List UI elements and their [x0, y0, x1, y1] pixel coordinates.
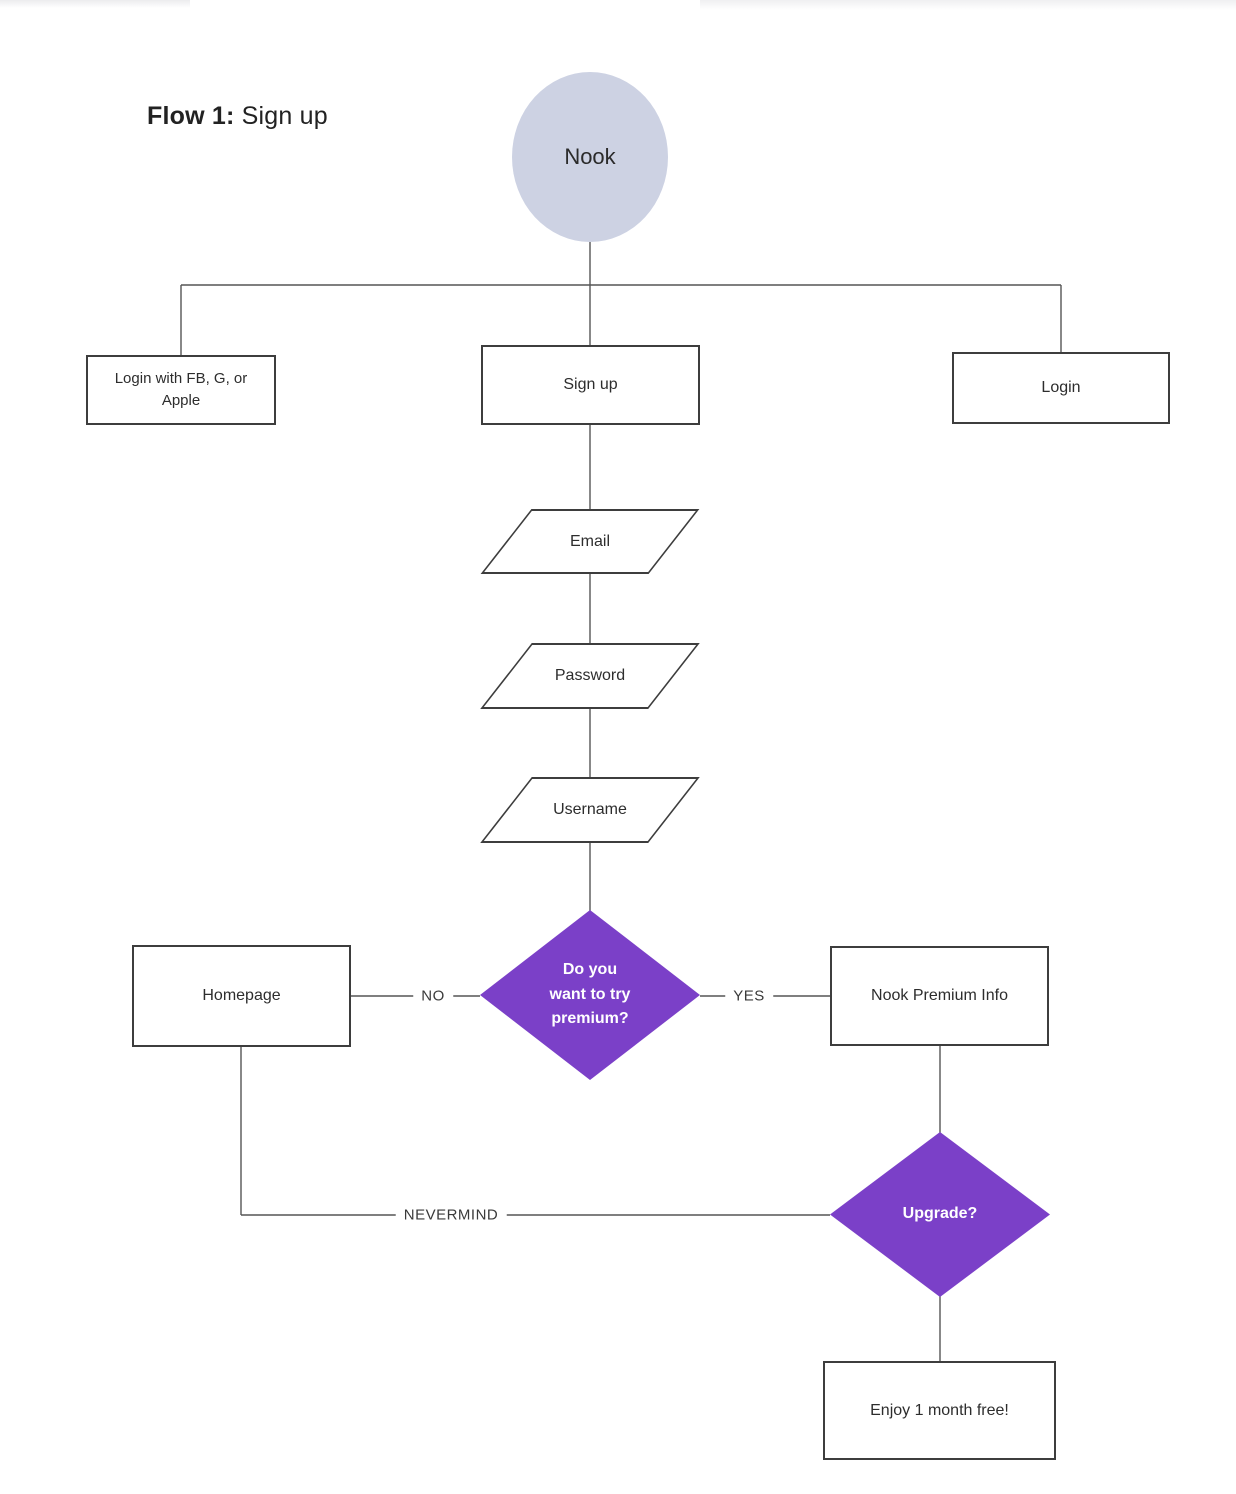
- node-login-social[interactable]: Login with FB, G, or Apple: [86, 355, 276, 425]
- node-nook-premium-info-label: Nook Premium Info: [871, 987, 1008, 1005]
- node-login-label: Login: [1041, 379, 1081, 397]
- node-enjoy-free[interactable]: Enjoy 1 month free!: [823, 1361, 1056, 1460]
- edge-label-no: NO: [413, 987, 453, 1005]
- page-title-rest: Sign up: [234, 102, 328, 130]
- node-sign-up-label: Sign up: [563, 376, 618, 394]
- page-title: Flow 1: Sign up: [147, 102, 328, 131]
- node-username-input[interactable]: Username: [480, 777, 700, 843]
- decision-premium-label: Do you want to try premium?: [549, 960, 631, 1028]
- node-username-label: Username: [553, 801, 627, 818]
- node-homepage[interactable]: Homepage: [132, 945, 351, 1047]
- node-email-label: Email: [569, 532, 610, 550]
- node-login-social-label: Login with FB, G, or Apple: [114, 370, 248, 409]
- edge-label-yes: YES: [725, 987, 773, 1005]
- window-edge-artifact-right: [700, 0, 1236, 10]
- node-enjoy-free-label: Enjoy 1 month free!: [870, 1401, 1009, 1419]
- node-login[interactable]: Login: [952, 352, 1170, 424]
- window-edge-artifact-left: [0, 0, 190, 8]
- decision-upgrade-label: Upgrade?: [902, 1205, 978, 1223]
- start-node-nook[interactable]: Nook: [512, 72, 668, 242]
- node-nook-premium-info[interactable]: Nook Premium Info: [830, 946, 1049, 1046]
- start-node-label: Nook: [564, 144, 616, 169]
- edge-label-nevermind: NEVERMIND: [395, 1206, 507, 1224]
- node-email-input[interactable]: Email: [480, 509, 700, 574]
- node-sign-up[interactable]: Sign up: [481, 345, 700, 425]
- node-homepage-label: Homepage: [202, 987, 281, 1005]
- node-password-label: Password: [554, 667, 626, 684]
- node-password-input[interactable]: Password: [480, 643, 700, 709]
- page-title-prefix: Flow 1:: [147, 102, 235, 130]
